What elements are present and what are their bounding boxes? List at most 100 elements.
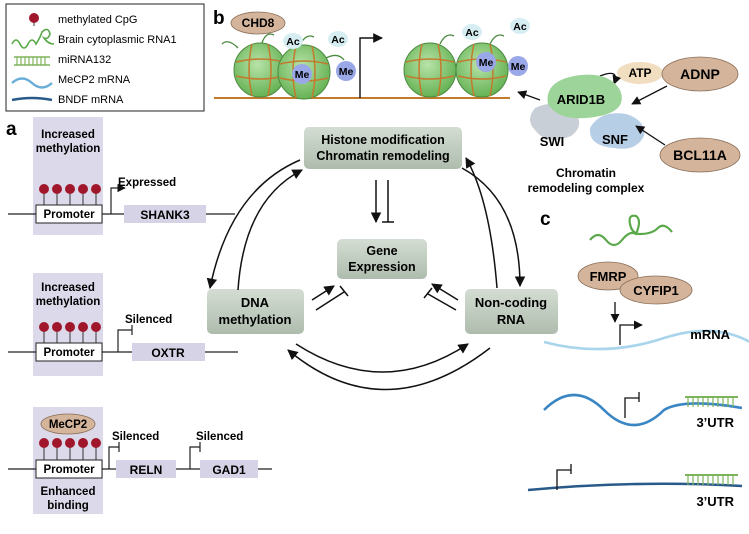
atp-molecule [617, 62, 663, 84]
histone-tail [439, 34, 505, 45]
mrna-label: mRNA [690, 327, 730, 342]
translation-arrow [619, 320, 643, 345]
complex-label: remodeling complex [528, 181, 645, 195]
legend-label: BNDF mRNA [58, 94, 124, 106]
mirna132-duplex [685, 474, 738, 485]
histone-label: Histone modification [321, 133, 445, 147]
gene-expression-label: Gene [366, 244, 397, 258]
promoter-label: Promoter [43, 347, 95, 359]
ac-label: Ac [513, 21, 527, 33]
histone-inhibits-line [382, 180, 394, 223]
mecp2-protein [40, 413, 96, 435]
ncrna-activates-arrow [431, 283, 459, 301]
box-title: Increased [41, 129, 95, 141]
nucleosome [403, 42, 457, 98]
acetyl-mark [510, 18, 530, 34]
dna-methylation-label: methylation [219, 312, 292, 327]
methyl-mark [336, 61, 356, 81]
mecp2-mrna-strand [543, 393, 743, 427]
gene-box [132, 343, 205, 361]
legend-label: MeCP2 mRNA [58, 74, 131, 86]
methyl-mark [292, 64, 312, 84]
arid1b-subunit [547, 74, 622, 119]
acetyl-mark [462, 24, 482, 40]
bcl11a-protein [659, 137, 741, 173]
utr-label: 3’UTR [696, 415, 734, 430]
ac-label: Ac [465, 27, 479, 39]
promoter-label: Promoter [43, 209, 95, 221]
ncrna-inhibits-line [423, 287, 457, 311]
mecp2-mrna-icon [11, 77, 53, 89]
promoter-label: Promoter [43, 464, 95, 476]
atp-arrow [599, 72, 622, 85]
repression-marker [556, 464, 572, 490]
cyfip1-protein [619, 275, 693, 305]
transcription-arrow [110, 183, 126, 214]
promoter-box [35, 204, 103, 224]
chd8-label: CHD8 [242, 16, 275, 30]
cyfip1-label: CYFIP1 [633, 283, 679, 298]
cycle-arrow [295, 343, 469, 373]
bndf-mrna-strand [527, 482, 743, 492]
cycle-arrow [287, 347, 491, 391]
dna-activates-arrow [311, 285, 335, 301]
gene-label: RELN [130, 463, 163, 477]
cpg-markers [39, 184, 101, 205]
dna-inhibits-line [315, 285, 349, 311]
fmrp-protein [577, 261, 639, 291]
fmrp-label: FMRP [590, 269, 627, 284]
bndf-mrna-icon [11, 96, 53, 102]
cycle-arrow [461, 167, 526, 288]
me-label: Me [511, 61, 526, 73]
promoter-box [35, 459, 103, 479]
atp-label: ATP [628, 66, 651, 80]
adnp-label: ADNP [680, 66, 720, 82]
acetyl-mark [283, 33, 303, 49]
noncoding-rna-label: RNA [497, 312, 526, 327]
panel-a-row3: MeCP2 Promoter Enhanced binding Silenced… [8, 407, 272, 514]
panel-b: CHD8 Ac Ac Me Me Ac Ac Me Me ATP [214, 11, 741, 195]
snf-label: SNF [602, 132, 628, 147]
methyl-mark [476, 52, 496, 72]
protein-label: MeCP2 [49, 419, 87, 431]
cpg-markers [39, 322, 101, 343]
mirna132-duplex [685, 396, 738, 407]
box-bottom-label: binding [47, 500, 89, 512]
gene-expression-label: Expression [348, 260, 415, 274]
mrna-strand [543, 329, 749, 351]
status-label: Silenced [112, 431, 159, 443]
legend-label: methylated CpG [58, 14, 137, 26]
bcl11a-label: BCL11A [673, 147, 727, 163]
nucleosome [233, 42, 287, 98]
dna-methylation-box [207, 289, 304, 334]
ac-label: Ac [286, 36, 300, 48]
bcl11a-arrow [635, 125, 666, 146]
methyl-mark [508, 56, 528, 76]
adnp-protein [661, 56, 739, 92]
cpg-markers [39, 438, 101, 460]
box-title: Increased [41, 282, 95, 294]
status-label: Silenced [125, 314, 172, 326]
center-cycle: Histone modification Chromatin remodelin… [206, 127, 558, 391]
panel-c: FMRP CYFIP1 mRNA 3’UTR [527, 214, 749, 509]
adnp-arrow [631, 85, 668, 105]
me-label: Me [295, 69, 310, 81]
repression-marker [624, 392, 640, 418]
brain-cytoplasmic-rna1-icon [11, 28, 55, 49]
me-label: Me [479, 57, 494, 69]
acetyl-mark [328, 31, 348, 47]
silenced-marker [108, 442, 120, 469]
cycle-arrow [237, 169, 303, 291]
cycle-arrow [465, 157, 498, 289]
histone-box [304, 127, 462, 169]
gene-expression-box [337, 239, 427, 279]
silenced-marker [117, 325, 133, 352]
cycle-arrow [206, 159, 301, 290]
legend-label: Brain cytoplasmic RNA1 [58, 34, 177, 46]
panel-a-row1: Increased methylation Promoter Expressed… [8, 117, 235, 235]
methylated-cpg-icon [29, 13, 39, 26]
me-label: Me [339, 66, 354, 78]
legend: methylated CpG Brain cytoplasmic RNA1 mi… [5, 3, 205, 112]
panel-label-a: a [6, 119, 17, 140]
